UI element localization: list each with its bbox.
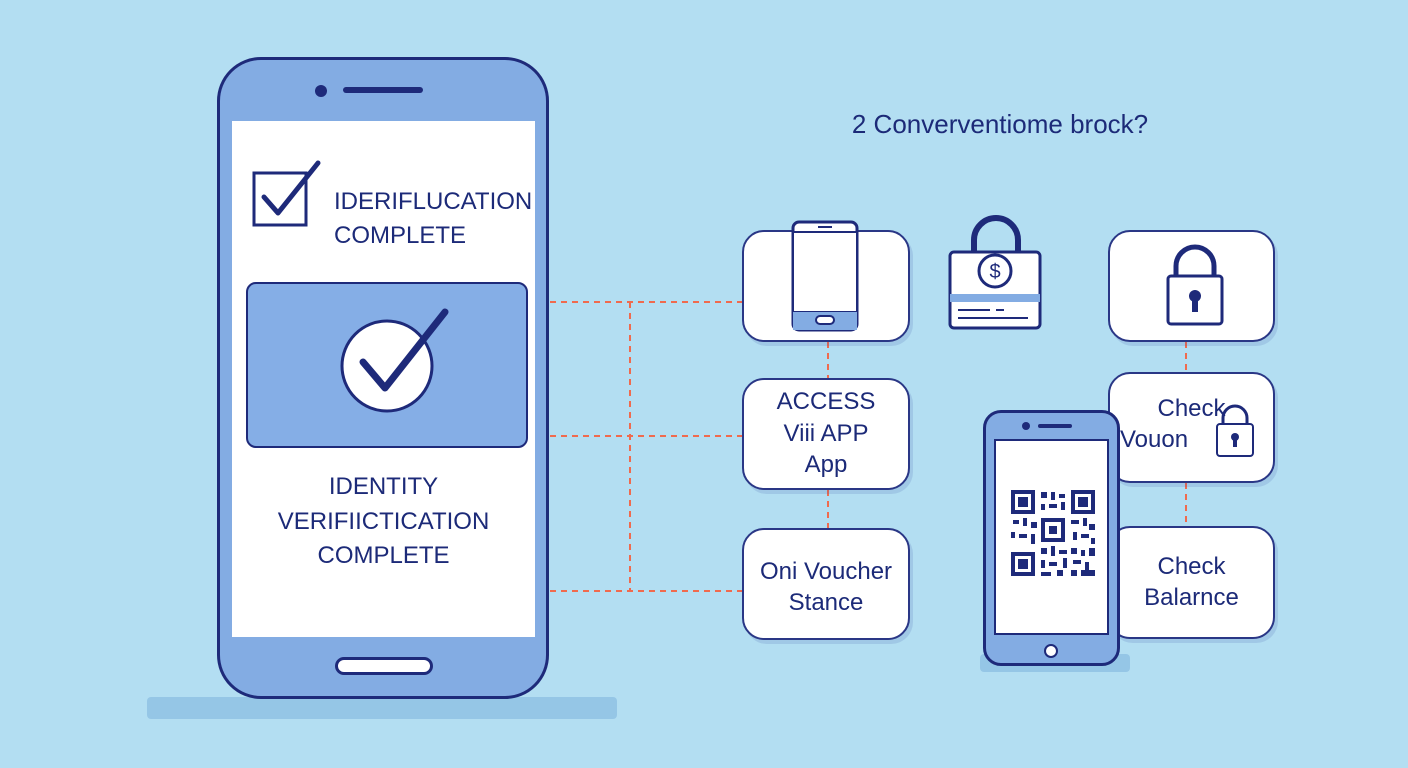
small-status-line2: COMPLETE — [334, 222, 467, 249]
access-line1: ACCESS — [776, 388, 876, 415]
verified-panel — [246, 282, 528, 448]
card-access-app[interactable]: ACCESS Viii APP App — [742, 378, 910, 490]
checkmark-icon — [340, 308, 449, 413]
qr-phone-speaker — [1038, 424, 1072, 428]
big-phone: IDERIFLUCATION COMPLETE IDENTITY VERIFII… — [217, 57, 549, 699]
speaker-slot — [343, 87, 423, 93]
card-padlock[interactable] — [1108, 230, 1275, 342]
camera-dot — [315, 85, 327, 97]
home-button — [335, 657, 433, 675]
small-padlock-icon — [1216, 404, 1254, 457]
phone-shadow — [147, 697, 617, 719]
check-balance-line2: Balarnce — [1144, 584, 1239, 611]
padlock-icon — [1166, 244, 1224, 326]
card-phone[interactable] — [742, 220, 910, 342]
access-line2: Viii APP — [783, 420, 869, 447]
small-status-line1: IDERIFLUCATION — [334, 188, 533, 215]
card-check-balance[interactable]: Check Balarnce — [1108, 526, 1275, 639]
access-line3: App — [804, 451, 848, 478]
card-voucher[interactable]: Oni Voucher Stance — [742, 528, 910, 640]
checkbox-icon — [252, 160, 321, 227]
voucher-line1: Oni Voucher — [759, 558, 893, 585]
check-balance-line1: Check — [1157, 553, 1226, 580]
check-voucher-line1: Check — [1157, 395, 1226, 422]
check-voucher-line2: Vouon — [1120, 426, 1189, 453]
dollar-lock-card-icon: $ — [948, 215, 1042, 330]
phone-screen: IDERIFLUCATION COMPLETE IDENTITY VERIFII… — [232, 121, 535, 637]
status-line2: VERIFIICTICATION — [277, 508, 490, 535]
svg-text:$: $ — [989, 261, 1000, 283]
phone-icon — [791, 220, 859, 332]
qr-phone-camera — [1022, 422, 1030, 430]
qr-phone-home-button — [1044, 644, 1058, 658]
status-line1: IDENTITY — [328, 473, 439, 500]
card-check-voucher[interactable]: Check Vouon — [1108, 372, 1275, 483]
status-line3: COMPLETE — [317, 542, 450, 569]
voucher-line2: Stance — [788, 589, 864, 616]
qr-code-icon — [1011, 490, 1095, 576]
question-heading: 2 Converventiome brock? — [851, 109, 1149, 139]
